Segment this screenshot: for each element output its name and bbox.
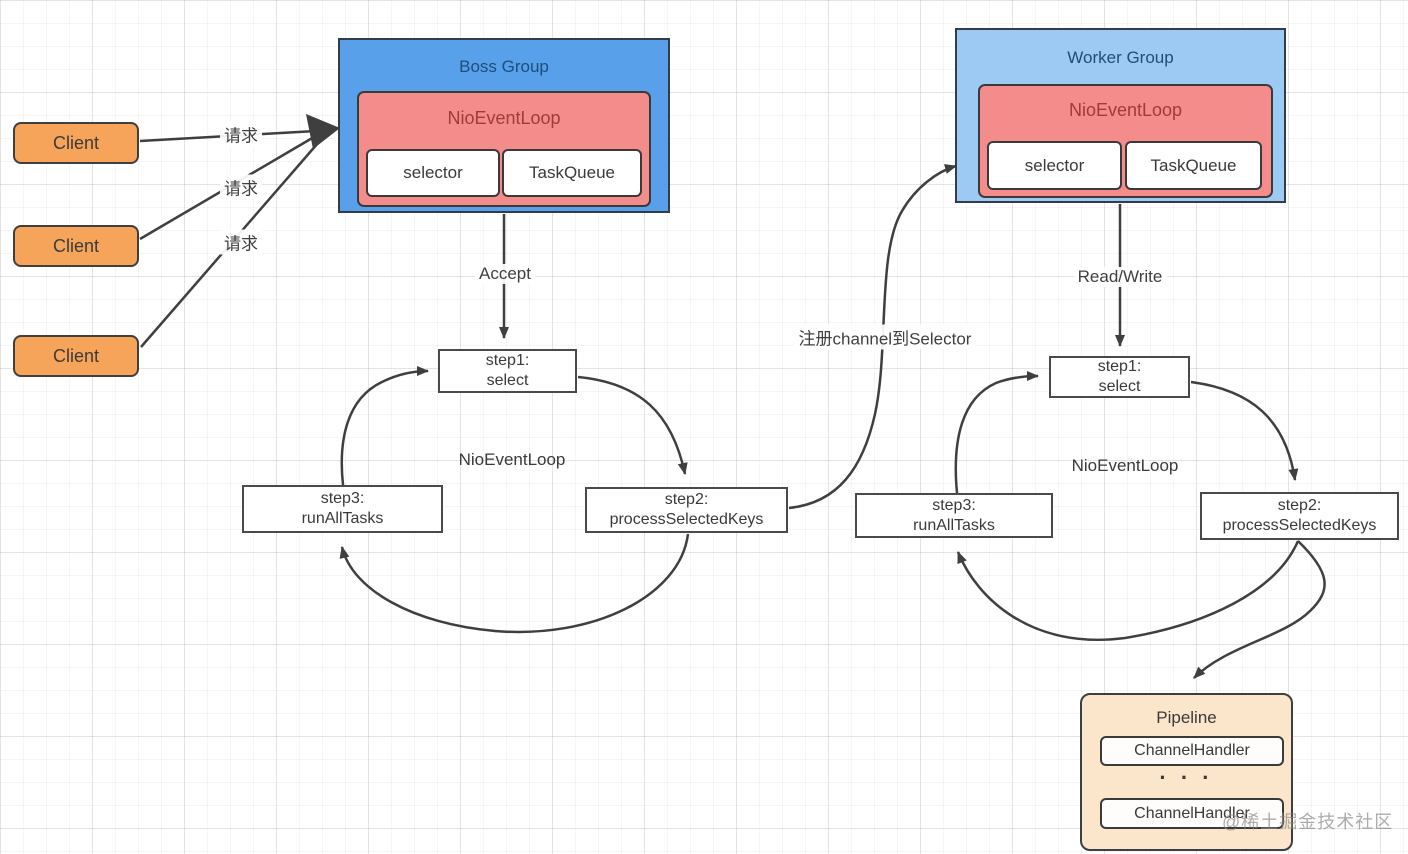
boss-step1-line2: select [486, 372, 529, 389]
step2-to-pipeline-curve [1193, 540, 1326, 679]
worker-loop-arc-step2-to-step3 [956, 540, 1300, 641]
boss-step2-line1: step2: [664, 491, 709, 508]
boss-step1-line1: step1: [485, 352, 530, 369]
boss-nioeventloop-box: NioEventLoop selector TaskQueue [357, 91, 651, 207]
client-label: Client [52, 345, 100, 366]
request-label-1: 请求 [220, 121, 262, 147]
worker-step2-box: step2: processSelectedKeys [1200, 492, 1399, 540]
worker-step1-line2: select [1098, 378, 1141, 395]
worker-group-box: Worker Group NioEventLoop selector TaskQ… [955, 28, 1286, 203]
worker-step3-line2: runAllTasks [913, 516, 995, 534]
boss-loop-arc-step3-to-step1 [340, 366, 429, 486]
request-label-2: 请求 [220, 174, 262, 200]
worker-group-title: Worker Group [1067, 48, 1174, 67]
boss-loop-label: NioEventLoop [458, 450, 566, 469]
boss-loop-arc-step1-to-step2 [577, 375, 688, 475]
boss-step3-line1: step3: [320, 490, 365, 507]
worker-nioeventloop-box: NioEventLoop selector TaskQueue [978, 84, 1273, 198]
accept-label: Accept [475, 264, 535, 284]
worker-loop-arc-step1-to-step2 [1190, 380, 1299, 481]
worker-step1-line1: step1: [1097, 358, 1142, 375]
worker-step3-box: step3: runAllTasks [855, 493, 1053, 538]
client-box-1: Client [13, 122, 139, 164]
worker-selector-box: selector [987, 141, 1122, 190]
worker-loop-label: NioEventLoop [1071, 456, 1179, 475]
read-write-label: Read/Write [1073, 267, 1167, 287]
channel-handler-box-2: ChannelHandler [1100, 798, 1284, 829]
pipeline-title: Pipeline [1156, 708, 1217, 727]
client-box-2: Client [13, 225, 139, 267]
worker-loop-arc-step3-to-step1 [954, 371, 1039, 494]
boss-step1-box: step1: select [438, 349, 577, 393]
channel-handler-box-1: ChannelHandler [1100, 736, 1284, 766]
worker-step3-line1: step3: [932, 496, 976, 514]
boss-nioeventloop-title: NioEventLoop [447, 108, 561, 128]
request-arrowhead [306, 114, 340, 149]
boss-loop-arc-step2-to-step3 [339, 533, 690, 634]
boss-group-title: Boss Group [459, 57, 549, 76]
client-box-3: Client [13, 335, 139, 377]
request-label-3: 请求 [220, 229, 262, 255]
worker-step1-box: step1: select [1049, 356, 1190, 398]
worker-step2-line1: step2: [1277, 497, 1322, 514]
boss-selector-box: selector [366, 149, 500, 197]
watermark: @稀土掘金技术社区 [1222, 812, 1394, 832]
pipeline-ellipsis: · · · [1159, 765, 1214, 790]
pipeline-box: Pipeline ChannelHandler · · · ChannelHan… [1080, 693, 1293, 851]
boss-step2-line2: processSelectedKeys [609, 511, 764, 528]
worker-taskqueue-box: TaskQueue [1125, 141, 1262, 190]
boss-group-box: Boss Group NioEventLoop selector TaskQue… [338, 38, 670, 213]
boss-step2-box: step2: processSelectedKeys [585, 487, 788, 533]
register-channel-label: 注册channel到Selector [794, 324, 976, 350]
client-label: Client [52, 235, 100, 256]
worker-nioeventloop-title: NioEventLoop [1068, 100, 1183, 120]
worker-step2-line2: processSelectedKeys [1222, 517, 1377, 534]
client-label: Client [52, 132, 100, 153]
boss-step3-line2: runAllTasks [301, 510, 384, 527]
boss-taskqueue-box: TaskQueue [502, 149, 642, 197]
boss-step3-box: step3: runAllTasks [242, 485, 443, 533]
